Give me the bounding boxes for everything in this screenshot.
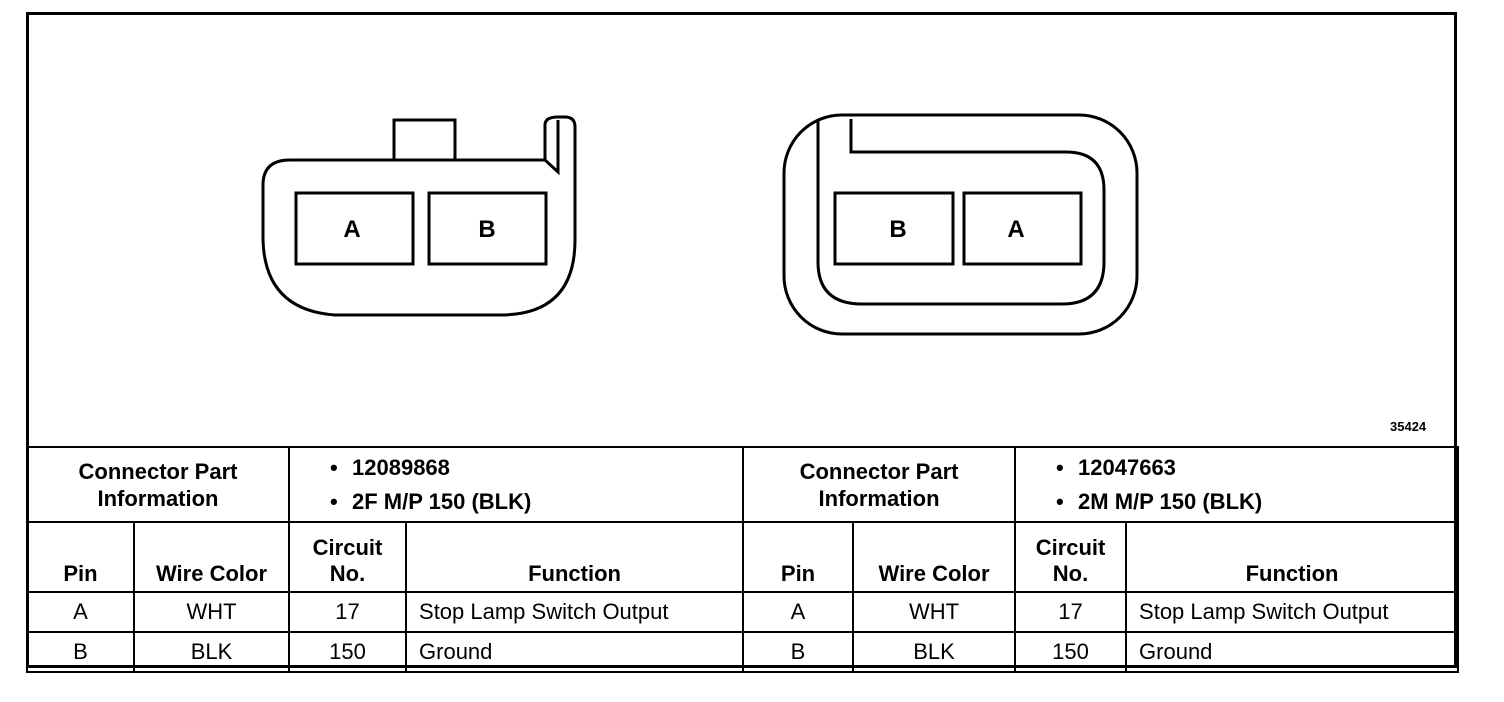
wire-color-cell: WHT bbox=[852, 591, 1017, 633]
left-cavity-1 bbox=[294, 191, 415, 266]
wire-color-cell: BLK bbox=[132, 631, 291, 673]
pin-cell: B bbox=[26, 631, 135, 673]
header-pin: Pin bbox=[26, 521, 135, 593]
left-info-label-line2: Information bbox=[97, 485, 219, 511]
right-cavity-2 bbox=[962, 191, 1083, 266]
connector-info-row: Connector Part Information • 12089868 • 2F… bbox=[25, 446, 1460, 523]
header-wire-color: Wire Color bbox=[132, 521, 291, 593]
header-pin: Pin bbox=[742, 521, 855, 593]
right-description: 2M M/P 150 (BLK) bbox=[1078, 488, 1263, 514]
left-part-number: 12089868 bbox=[352, 454, 450, 480]
left-connector-face bbox=[261, 115, 577, 317]
left-info-label-line1: Connector Part bbox=[78, 458, 238, 484]
circuit-cell: 17 bbox=[1014, 591, 1128, 633]
left-cavity-2-label: B bbox=[478, 216, 495, 243]
table-row: A WHT 17 Stop Lamp Switch Output A WHT 1… bbox=[26, 591, 1460, 633]
figure-number: 35424 bbox=[1390, 419, 1427, 434]
left-connector-lock-tab bbox=[543, 120, 560, 176]
right-cavity-1-label: B bbox=[889, 216, 906, 243]
bullet-icon: • bbox=[1056, 488, 1064, 514]
connector-diagram: A B B A bbox=[261, 113, 1139, 336]
right-connector-outer-shell bbox=[782, 113, 1139, 336]
right-info-label-line1: Connector Part bbox=[799, 458, 959, 484]
right-connector-inner-shroud bbox=[816, 119, 1106, 306]
function-cell: Stop Lamp Switch Output bbox=[405, 591, 745, 633]
header-circuit-line1: Circuit bbox=[1035, 535, 1106, 560]
bullet-icon: • bbox=[330, 488, 338, 514]
function-cell: Ground bbox=[1125, 631, 1460, 673]
wire-color-cell: BLK bbox=[852, 631, 1017, 673]
header-circuit-line2: No. bbox=[329, 561, 366, 586]
left-description: 2F M/P 150 (BLK) bbox=[352, 488, 532, 514]
header-function: Function bbox=[1125, 521, 1460, 593]
table-header-row: Pin Wire Color Circuit No. Function Pin … bbox=[26, 521, 1460, 593]
left-info-label: Connector Part Information bbox=[25, 446, 291, 523]
circuit-cell: 150 bbox=[1014, 631, 1128, 673]
right-cavity-2-label: A bbox=[1007, 216, 1024, 243]
bullet-icon: • bbox=[1056, 454, 1064, 480]
header-function: Function bbox=[405, 521, 745, 593]
right-info-value: • 12047663 • 2M M/P 150 (BLK) bbox=[1014, 446, 1460, 523]
pin-cell: A bbox=[742, 591, 855, 633]
header-circuit-no: Circuit No. bbox=[1014, 521, 1128, 593]
pin-cell: B bbox=[742, 631, 855, 673]
table-row: B BLK 150 Ground B BLK 150 Ground bbox=[26, 631, 1460, 673]
left-info-value: • 12089868 • 2F M/P 150 (BLK) bbox=[288, 446, 745, 523]
header-circuit-line2: No. bbox=[1052, 561, 1089, 586]
right-info-label-line2: Information bbox=[818, 485, 940, 511]
right-info-label: Connector Part Information bbox=[742, 446, 1017, 523]
pin-cell: A bbox=[26, 591, 135, 633]
right-connector-face bbox=[782, 113, 1139, 336]
right-cavity-1 bbox=[833, 191, 955, 266]
wire-color-cell: WHT bbox=[132, 591, 291, 633]
connector-pinout-table: Connector Part Information • 12089868 • 2F… bbox=[25, 446, 1460, 673]
function-cell: Stop Lamp Switch Output bbox=[1125, 591, 1460, 633]
left-cavity-1-label: A bbox=[343, 216, 360, 243]
bullet-icon: • bbox=[330, 454, 338, 480]
header-wire-color: Wire Color bbox=[852, 521, 1017, 593]
function-cell: Ground bbox=[405, 631, 745, 673]
header-circuit-line1: Circuit bbox=[312, 535, 383, 560]
circuit-cell: 150 bbox=[288, 631, 408, 673]
header-circuit-no: Circuit No. bbox=[288, 521, 408, 593]
circuit-cell: 17 bbox=[288, 591, 408, 633]
right-part-number: 12047663 bbox=[1078, 454, 1176, 480]
left-cavity-2 bbox=[427, 191, 548, 266]
left-connector-latch bbox=[392, 118, 457, 163]
